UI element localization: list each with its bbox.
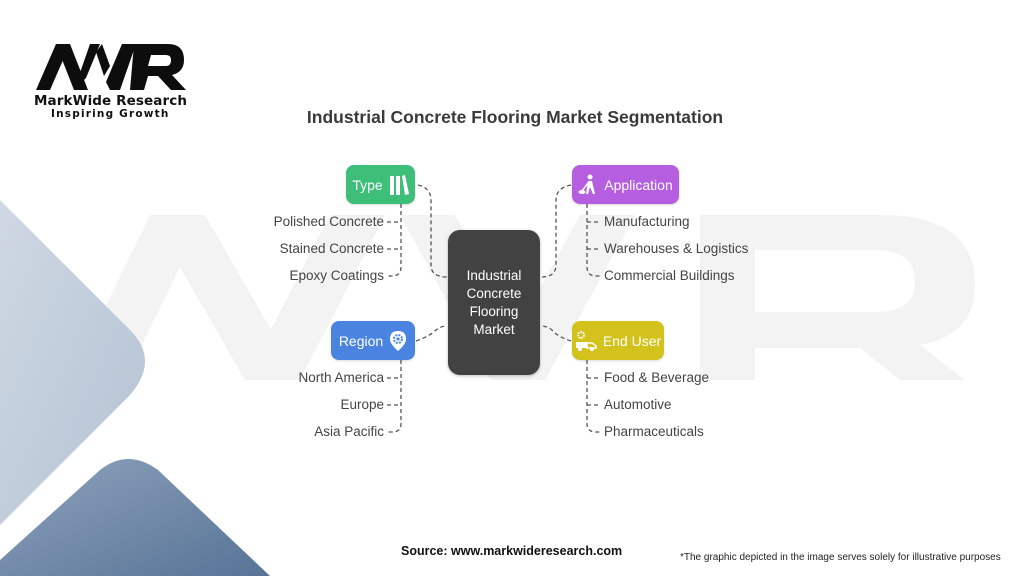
list-item-region-1: North America (298, 370, 384, 385)
connector-type-items (387, 204, 402, 277)
connector-region-to-center (415, 325, 448, 342)
list-item-type-1: Polished Concrete (273, 214, 384, 229)
connector-application-to-center (540, 184, 572, 278)
center-node-label: Industrial Concrete Flooring Market (467, 267, 522, 339)
category-type: Type (346, 165, 415, 204)
category-region-label: Region (338, 332, 384, 349)
list-item-application-1: Manufacturing (604, 214, 690, 229)
list-item-type-3: Epoxy Coatings (289, 268, 384, 283)
books-icon (389, 174, 409, 195)
connector-enduser-items (586, 360, 601, 433)
center-node: Industrial Concrete Flooring Market (448, 230, 540, 375)
list-item-end-user-3: Pharmaceuticals (604, 424, 704, 439)
list-item-end-user-2: Automotive (604, 397, 672, 412)
category-end-user-label: End User (602, 332, 662, 349)
category-type-label: Type (352, 176, 383, 193)
brand-logo-mark (36, 44, 186, 90)
brand-name: MarkWide Research (34, 93, 188, 109)
diagram-title-text: Industrial Concrete Flooring Market Segm… (306, 107, 724, 127)
list-item-region-3: Asia Pacific (314, 424, 384, 439)
category-application-label: Application (604, 176, 673, 193)
connector-type-to-center (417, 184, 448, 278)
category-end-user: End User (572, 321, 664, 360)
truck-gear-icon (575, 330, 597, 351)
center-line-4: Market (473, 321, 515, 337)
decor-shape-light (0, 200, 145, 525)
list-item-application-2: Warehouses & Logistics (604, 241, 749, 256)
list-item-end-user-1: Food & Beverage (604, 370, 710, 385)
list-item-application-3: Commercial Buildings (604, 268, 735, 283)
category-region: Region (331, 321, 415, 360)
connector-application-items (586, 204, 601, 277)
list-item-region-2: Europe (340, 397, 384, 412)
list-item-type-2: Stained Concrete (279, 241, 384, 256)
disclaimer-text: *The graphic depicted in the image serve… (680, 552, 1001, 563)
category-application: Application (572, 165, 679, 204)
decor-shape-dark (0, 459, 270, 576)
connector-region-items (387, 360, 402, 433)
center-line-2: Concrete (466, 285, 522, 301)
source-text: Source: www.markwideresearch.com (401, 544, 623, 558)
diagram-title: Industrial Concrete Flooring Market Segm… (0, 107, 1024, 128)
connector-enduser-to-center (540, 325, 572, 342)
location-gear-icon (390, 330, 407, 351)
brand-tagline: Inspiring Growth (51, 108, 170, 120)
center-line-3: Flooring (469, 303, 519, 319)
center-line-1: Industrial (466, 267, 522, 283)
worker-cleaning-icon (578, 174, 596, 194)
